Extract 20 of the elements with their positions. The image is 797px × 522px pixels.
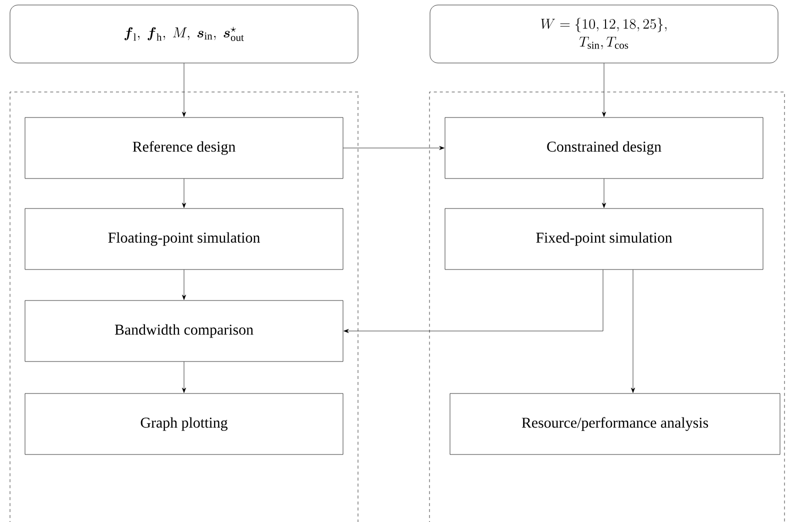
input-box: $\begin{array}{c}W=\{10,12,18,25\},\\ T_\mathrm{sin},T_\mathrm{cos}\end{array}$ <box>430 4 778 64</box>
arrow <box>602 63 606 117</box>
process-box: Resource/performance analysis <box>450 393 780 455</box>
process-box: Bandwidth comparison <box>24 300 344 362</box>
arrow <box>182 362 186 393</box>
process-box: Floating-point simulation <box>24 208 344 270</box>
process-box: Fixed-point simulation <box>444 208 764 270</box>
arrow <box>631 270 635 393</box>
dashed-group-box <box>429 92 785 522</box>
arrow <box>343 146 444 150</box>
arrow <box>182 63 186 117</box>
process-box: Constrained design <box>444 117 764 179</box>
arrow <box>602 178 606 208</box>
arrow <box>182 178 186 208</box>
dashed-group-box <box>10 92 358 522</box>
arrow <box>182 270 186 300</box>
arrow <box>344 270 604 333</box>
process-box: Reference design <box>24 117 344 179</box>
input-box: $\boldsymbol{f}_\mathrm{l},\ \boldsymbol{f}_\mathrm{h},\ M,\ \boldsymbol{s}_\mathrm{in},\ \boldsymbol{s}^\star_\mathrm{out}$ <box>10 4 358 64</box>
process-box: Graph plotting <box>24 393 344 455</box>
